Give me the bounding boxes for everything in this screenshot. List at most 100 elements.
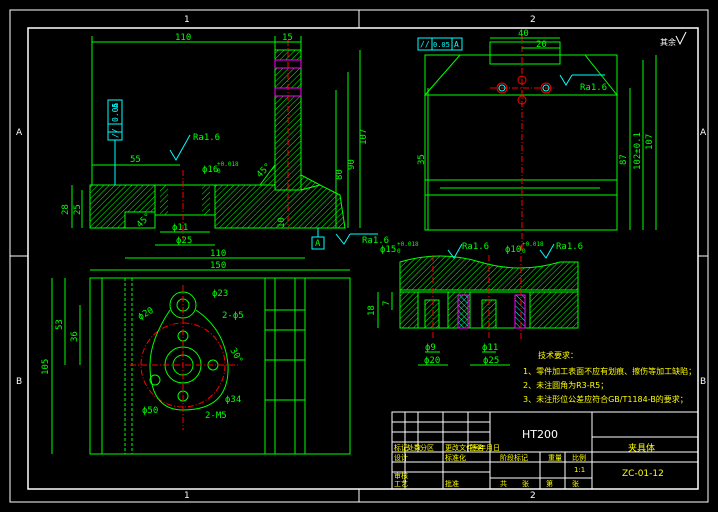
svg-text:其余: 其余 — [660, 37, 676, 47]
parallelism-tolerance-side: // 0.05 A — [417, 37, 463, 51]
dim-25: 25 — [73, 204, 83, 215]
svg-text:Ra1.6: Ra1.6 — [462, 242, 489, 252]
svg-text:更改文件号: 更改文件号 — [445, 443, 480, 452]
general-roughness: 其余 — [660, 31, 687, 47]
dim-phi11: ϕ11 — [172, 223, 188, 233]
dim-28: 28 — [61, 204, 71, 215]
roughness-symbol-2: Ra1.6 — [335, 233, 389, 246]
svg-text:批准: 批准 — [445, 479, 459, 488]
dim-102: 102±0.1 — [633, 132, 643, 170]
dim-phi25: ϕ25 — [176, 236, 192, 246]
zone-bottom-2: 2 — [530, 491, 536, 501]
section-view: ϕ15 +0.018 0 ϕ10 +0.018 0 Ra1.6 Ra1.6 18… — [367, 241, 583, 366]
dim-20: 20 — [536, 40, 547, 50]
dim-phi11-section: ϕ11 — [482, 343, 498, 353]
datum-a: A — [311, 228, 325, 250]
tech-req-2: 2、未注圆角为R3-R5； — [523, 380, 608, 390]
tech-req-3: 3、未注形位公差应符合GB/T1184-B的要求； — [523, 394, 688, 404]
dim-36: 36 — [70, 331, 80, 342]
dim-105: 105 — [41, 359, 51, 375]
svg-text:A: A — [315, 239, 321, 249]
dim-phi10-tol: +0.018 — [522, 241, 544, 248]
front-view: 110 15 107 90 80 55 28 25 ϕ16 +0.018 0 ϕ… — [61, 33, 389, 259]
svg-text:年月日: 年月日 — [479, 443, 500, 452]
dim-87: 87 — [619, 154, 629, 165]
zone-right-a: A — [700, 128, 707, 138]
dim-90: 90 — [347, 159, 357, 170]
svg-text:设计: 设计 — [394, 453, 408, 462]
dim-phi20-section: ϕ20 — [424, 356, 440, 366]
dim-40: 40 — [518, 29, 529, 39]
dim-150: 150 — [210, 261, 226, 271]
dim-phi20: ϕ20 — [137, 306, 156, 323]
svg-text:A: A — [111, 103, 120, 108]
zone-top-2: 2 — [530, 15, 536, 25]
dim-55: 55 — [130, 155, 141, 165]
svg-text:审核: 审核 — [394, 471, 408, 480]
zone-bottom-1: 1 — [184, 491, 190, 501]
svg-text:第: 第 — [546, 479, 553, 488]
zone-left-a: A — [16, 128, 23, 138]
dim-phi15: ϕ15 — [380, 245, 396, 255]
svg-text:张: 张 — [572, 479, 579, 488]
svg-text:重量: 重量 — [548, 454, 562, 462]
dim-phi16: ϕ16 — [202, 165, 218, 175]
tech-req-1: 1、零件加工表面不应有划痕、擦伤等加工缺陷； — [523, 366, 696, 376]
roughness-symbol-3: Ra1.6 — [559, 74, 607, 93]
svg-text:比例: 比例 — [572, 453, 586, 462]
dim-phi25-section: ϕ25 — [483, 356, 499, 366]
svg-text:工艺: 工艺 — [394, 480, 408, 488]
svg-text:0.05: 0.05 — [433, 41, 450, 49]
svg-text:标记: 标记 — [394, 443, 408, 452]
svg-text:阶段标记: 阶段标记 — [500, 453, 528, 462]
zone-left-b: B — [16, 377, 22, 387]
roughness-symbol-4: Ra1.6 — [447, 242, 489, 259]
dim-phi16-tol: +0.018 — [217, 161, 239, 168]
angle-30: 30° — [227, 347, 244, 366]
title-block: HT200 夹具体 ZC-01-12 1:1 标记 处数 分区 更改文件号 签名… — [391, 411, 699, 490]
svg-text:张: 张 — [522, 479, 529, 488]
dim-phi34: ϕ34 — [225, 395, 241, 405]
tech-requirements: 技术要求： 1、零件加工表面不应有划痕、擦伤等加工缺陷； 2、未注圆角为R3-R… — [523, 350, 696, 404]
dim-110-bottom: 110 — [210, 249, 226, 259]
dim-phi16-tol0: 0 — [217, 168, 221, 175]
dim-107-side: 107 — [645, 134, 655, 150]
svg-text:标准化: 标准化 — [445, 453, 466, 462]
dim-53: 53 — [55, 319, 65, 330]
roughness-symbol-5: Ra1.6 — [539, 242, 583, 259]
dim-phi15-tol: +0.018 — [397, 241, 419, 248]
scale: 1:1 — [574, 466, 585, 474]
dim-18: 18 — [367, 305, 377, 316]
parallelism-tolerance-front: // 0.05 A — [107, 99, 123, 185]
dim-110-top: 110 — [175, 33, 191, 43]
svg-text:A: A — [454, 40, 459, 49]
dim-phi10-tol0: 0 — [522, 248, 526, 255]
dim-phi23: ϕ23 — [212, 289, 228, 299]
side-view: 40 20 35 87 102±0.1 107 // 0.05 A Ra1.6 … — [417, 29, 687, 250]
inner-border — [27, 27, 699, 490]
tech-req-title: 技术要求： — [538, 350, 578, 360]
svg-text:Ra1.6: Ra1.6 — [193, 133, 220, 143]
svg-text://: // — [420, 40, 430, 49]
dim-phi50: ϕ50 — [142, 406, 158, 416]
material: HT200 — [522, 428, 558, 441]
dim-35: 35 — [417, 154, 427, 165]
dim-phi15-tol0: 0 — [397, 248, 401, 255]
zone-right-b: B — [700, 377, 706, 387]
drawing-number: ZC-01-12 — [622, 469, 664, 479]
svg-text:0.05: 0.05 — [111, 103, 120, 122]
svg-text:共: 共 — [500, 479, 507, 488]
dim-7: 7 — [382, 301, 392, 306]
dim-107: 107 — [359, 129, 369, 145]
dim-phi9: ϕ9 — [425, 343, 436, 353]
svg-text:Ra1.6: Ra1.6 — [556, 242, 583, 252]
svg-text:签名: 签名 — [470, 443, 484, 452]
dim-10: 10 — [277, 217, 287, 228]
dim-80: 80 — [335, 169, 345, 180]
top-view: 150 105 53 36 ϕ23 ϕ20 2-ϕ5 30° ϕ50 ϕ34 2… — [41, 261, 351, 455]
dim-2-m5: 2-M5 — [205, 411, 227, 421]
roughness-symbol-1: Ra1.6 — [169, 133, 220, 161]
dim-15: 15 — [282, 33, 293, 43]
svg-text:Ra1.6: Ra1.6 — [362, 236, 389, 246]
